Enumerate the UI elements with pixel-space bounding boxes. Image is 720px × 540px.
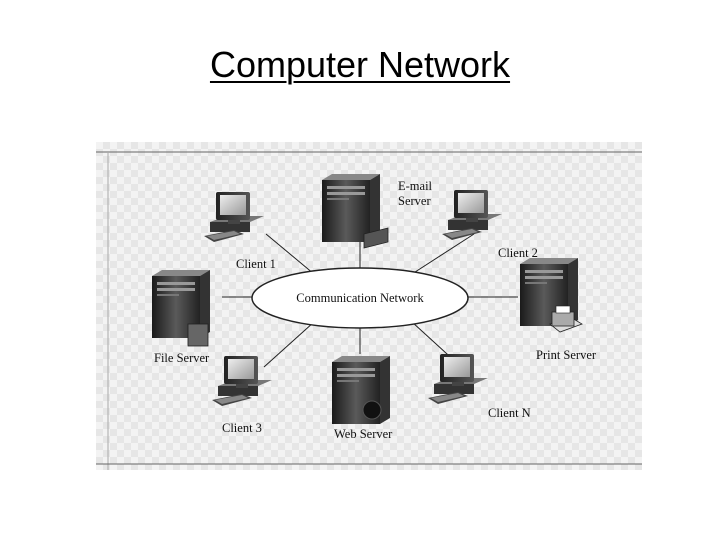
client-3-node: Client 3 bbox=[212, 356, 272, 435]
network-figure: Communication Network E-mail Server Clie… bbox=[96, 142, 642, 470]
client-2-node: Client 2 bbox=[442, 190, 538, 260]
network-diagram: Communication Network E-mail Server Clie… bbox=[96, 151, 642, 470]
file-server-node: File Server bbox=[152, 270, 210, 365]
client-1-workstation-icon bbox=[204, 192, 264, 242]
web-server-node: Web Server bbox=[332, 356, 393, 441]
file-drive-icon bbox=[187, 323, 209, 347]
email-server-node: E-mail Server bbox=[322, 174, 433, 249]
hub-label: Communication Network bbox=[296, 291, 424, 305]
web-server-label: Web Server bbox=[334, 427, 393, 441]
client-1-label: Client 1 bbox=[236, 257, 276, 271]
print-server-label: Print Server bbox=[536, 348, 597, 362]
client-2-workstation-icon bbox=[442, 190, 502, 240]
email-server-label-1: E-mail bbox=[398, 179, 433, 193]
web-server-icon bbox=[332, 356, 390, 424]
client-n-label: Client N bbox=[488, 406, 531, 420]
client-2-label: Client 2 bbox=[498, 246, 538, 260]
mail-tray-icon bbox=[363, 227, 389, 249]
email-server-label-2: Server bbox=[398, 194, 431, 208]
link-client-3 bbox=[263, 321, 315, 368]
file-server-label: File Server bbox=[154, 351, 210, 365]
client-n-workstation-icon bbox=[428, 354, 488, 404]
printer-icon bbox=[549, 305, 583, 333]
link-client-2 bbox=[411, 233, 475, 275]
client-3-workstation-icon bbox=[212, 356, 272, 406]
client-1-node: Client 1 bbox=[204, 192, 276, 271]
client-3-label: Client 3 bbox=[222, 421, 262, 435]
globe-icon bbox=[362, 400, 382, 420]
client-n-node: Client N bbox=[428, 354, 531, 420]
slide-title: Computer Network bbox=[0, 44, 720, 86]
link-client-1 bbox=[265, 233, 315, 275]
print-server-node: Print Server bbox=[520, 258, 597, 362]
connection-lines bbox=[222, 233, 518, 368]
title-text: Computer Network bbox=[209, 44, 511, 85]
communication-network-hub: Communication Network bbox=[251, 267, 469, 329]
